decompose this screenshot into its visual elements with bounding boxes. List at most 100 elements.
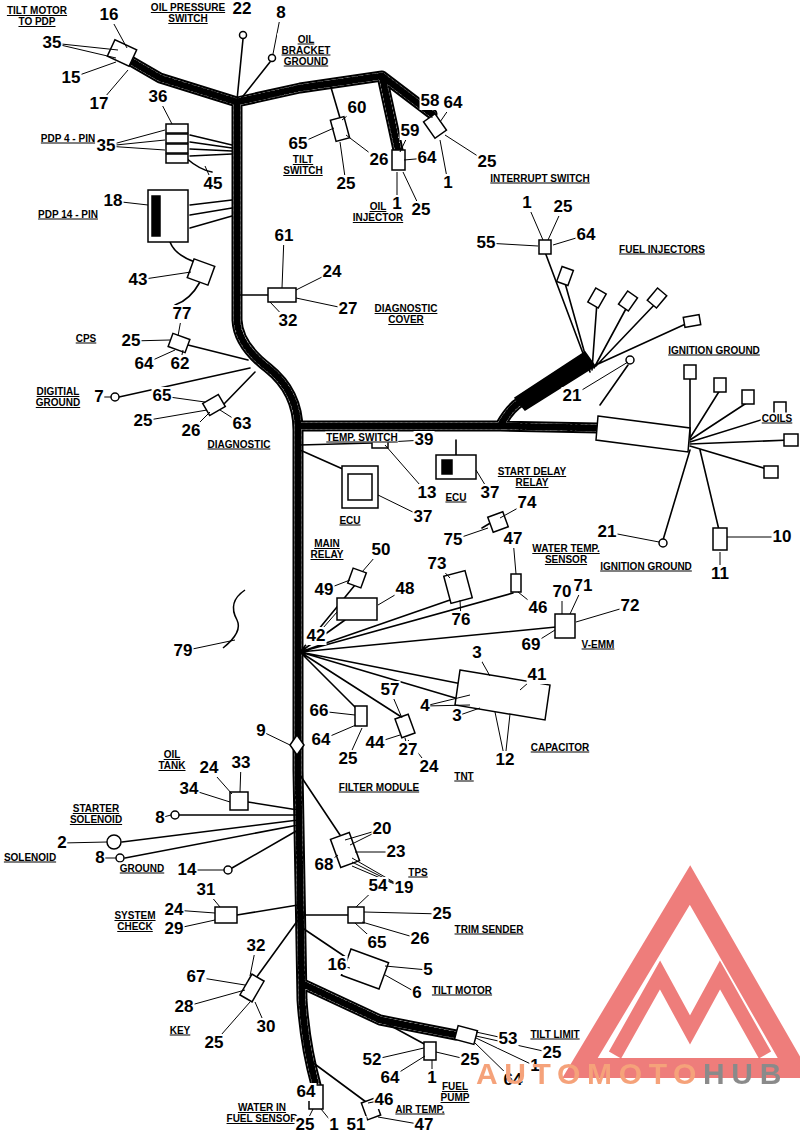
callout-number: 41 bbox=[527, 666, 548, 684]
callout-number: 58 bbox=[420, 92, 441, 110]
callout-number: 45 bbox=[203, 175, 224, 193]
callout-number: 25 bbox=[432, 905, 453, 923]
callout-number: 37 bbox=[413, 508, 434, 526]
callout-number: 34 bbox=[179, 780, 200, 798]
part-label: DIAGNOSTIC COVER bbox=[371, 303, 441, 325]
callout-number: 25 bbox=[553, 198, 574, 216]
callout-number: 16 bbox=[99, 6, 120, 24]
callout-number: 74 bbox=[517, 494, 538, 512]
callout-number: 64 bbox=[576, 226, 597, 244]
callout-number: 66 bbox=[309, 702, 330, 720]
callout-number: 3 bbox=[471, 644, 482, 662]
callout-number: 47 bbox=[414, 1116, 435, 1134]
callout-number: 42 bbox=[306, 627, 327, 645]
callout-number: 52 bbox=[362, 1051, 383, 1069]
callout-number: 53 bbox=[498, 1030, 519, 1048]
part-label: CPS bbox=[75, 333, 98, 344]
part-label: SYSTEM CHECK bbox=[111, 910, 159, 932]
callout-number: 39 bbox=[414, 431, 435, 449]
callout-number: 13 bbox=[417, 484, 438, 502]
callout-number: 61 bbox=[274, 227, 295, 245]
callout-number: 76 bbox=[451, 611, 472, 629]
part-label: GROUND bbox=[119, 863, 165, 874]
callout-number: 25 bbox=[133, 412, 154, 430]
callout-number: 8 bbox=[94, 849, 105, 867]
callout-number: 64 bbox=[380, 1069, 401, 1087]
connectors bbox=[107, 32, 798, 1120]
part-label: V-EMM bbox=[581, 639, 616, 650]
part-label: PDP 4 - PIN bbox=[40, 133, 96, 144]
callout-number: 64 bbox=[417, 149, 438, 167]
callout-number: 20 bbox=[372, 820, 393, 838]
callout-number: 72 bbox=[620, 597, 641, 615]
part-label: CAPACITOR bbox=[530, 742, 591, 753]
part-label: TPS bbox=[407, 867, 428, 878]
callout-number: 31 bbox=[196, 881, 217, 899]
callout-number: 64 bbox=[311, 731, 332, 749]
callout-number: 5 bbox=[422, 961, 433, 979]
logo-triangle bbox=[580, 885, 795, 1068]
callout-number: 14 bbox=[177, 861, 198, 879]
callout-number: 1 bbox=[521, 194, 532, 212]
callout-number: 36 bbox=[148, 88, 169, 106]
part-label: OIL TANK bbox=[155, 749, 189, 771]
callout-number: 62 bbox=[170, 355, 191, 373]
leader-lines bbox=[52, 13, 782, 1125]
callout-number: 3 bbox=[451, 707, 462, 725]
callout-number: 23 bbox=[386, 843, 407, 861]
part-label: TILT LIMIT bbox=[529, 1029, 580, 1040]
callout-number: 29 bbox=[164, 920, 185, 938]
callout-number: 65 bbox=[288, 135, 309, 153]
part-label: COILS bbox=[761, 413, 794, 424]
callout-number: 4 bbox=[419, 697, 430, 715]
callout-number: 25 bbox=[338, 750, 359, 768]
callout-number: 28 bbox=[174, 998, 195, 1016]
callout-number: 25 bbox=[477, 153, 498, 171]
callout-number: 12 bbox=[495, 751, 516, 769]
callout-number: 64 bbox=[296, 1083, 317, 1101]
part-label: ECU bbox=[338, 515, 361, 526]
callout-number: 8 bbox=[275, 4, 286, 22]
callout-number: 7 bbox=[93, 388, 104, 406]
part-label: STARTER SOLENOID bbox=[67, 803, 125, 825]
callout-number: 75 bbox=[443, 531, 464, 549]
callout-number: 35 bbox=[42, 34, 63, 52]
callout-number: 30 bbox=[256, 1018, 277, 1036]
part-label: MAIN RELAY bbox=[306, 538, 348, 560]
part-label: FUEL INJECTORS bbox=[618, 244, 706, 255]
callout-number: 26 bbox=[369, 151, 390, 169]
part-label: FILTER MODULE bbox=[338, 782, 420, 793]
callout-number: 44 bbox=[365, 734, 386, 752]
callout-number: 22 bbox=[232, 0, 253, 18]
callout-number: 26 bbox=[410, 930, 431, 948]
callout-number: 64 bbox=[443, 94, 464, 112]
callout-number: 21 bbox=[597, 523, 618, 541]
callout-number: 9 bbox=[255, 722, 266, 740]
callout-number: 60 bbox=[347, 99, 368, 117]
harness-bundle bbox=[122, 56, 598, 1085]
part-label: DIAGNOSTIC bbox=[207, 439, 272, 450]
callout-number: 46 bbox=[374, 1091, 395, 1109]
callout-number: 25 bbox=[295, 1116, 316, 1134]
part-label: TEMP. SWITCH bbox=[325, 432, 398, 443]
part-label: IGNITION GROUND bbox=[667, 345, 761, 356]
callout-number: 32 bbox=[278, 312, 299, 330]
part-label: TRIM SENDER bbox=[454, 924, 525, 935]
part-label: TILT MOTOR bbox=[431, 985, 493, 996]
callout-number: 43 bbox=[128, 271, 149, 289]
part-label: ECU bbox=[444, 492, 467, 503]
callout-number: 32 bbox=[246, 937, 267, 955]
part-label: IGNITION GROUND bbox=[599, 561, 693, 572]
callout-number: 73 bbox=[427, 555, 448, 573]
part-label: WATER IN FUEL SENSOR bbox=[224, 1102, 300, 1124]
callout-number: 2 bbox=[56, 834, 67, 852]
callout-number: 47 bbox=[503, 530, 524, 548]
callout-number: 1 bbox=[328, 1116, 339, 1134]
callout-number: 1 bbox=[391, 195, 402, 213]
callout-number: 21 bbox=[562, 387, 583, 405]
callout-number: 1 bbox=[426, 1069, 437, 1087]
callout-number: 33 bbox=[231, 754, 252, 772]
callout-number: 25 bbox=[336, 175, 357, 193]
callout-number: 55 bbox=[476, 234, 497, 252]
part-label: TILT SWITCH bbox=[280, 154, 326, 176]
